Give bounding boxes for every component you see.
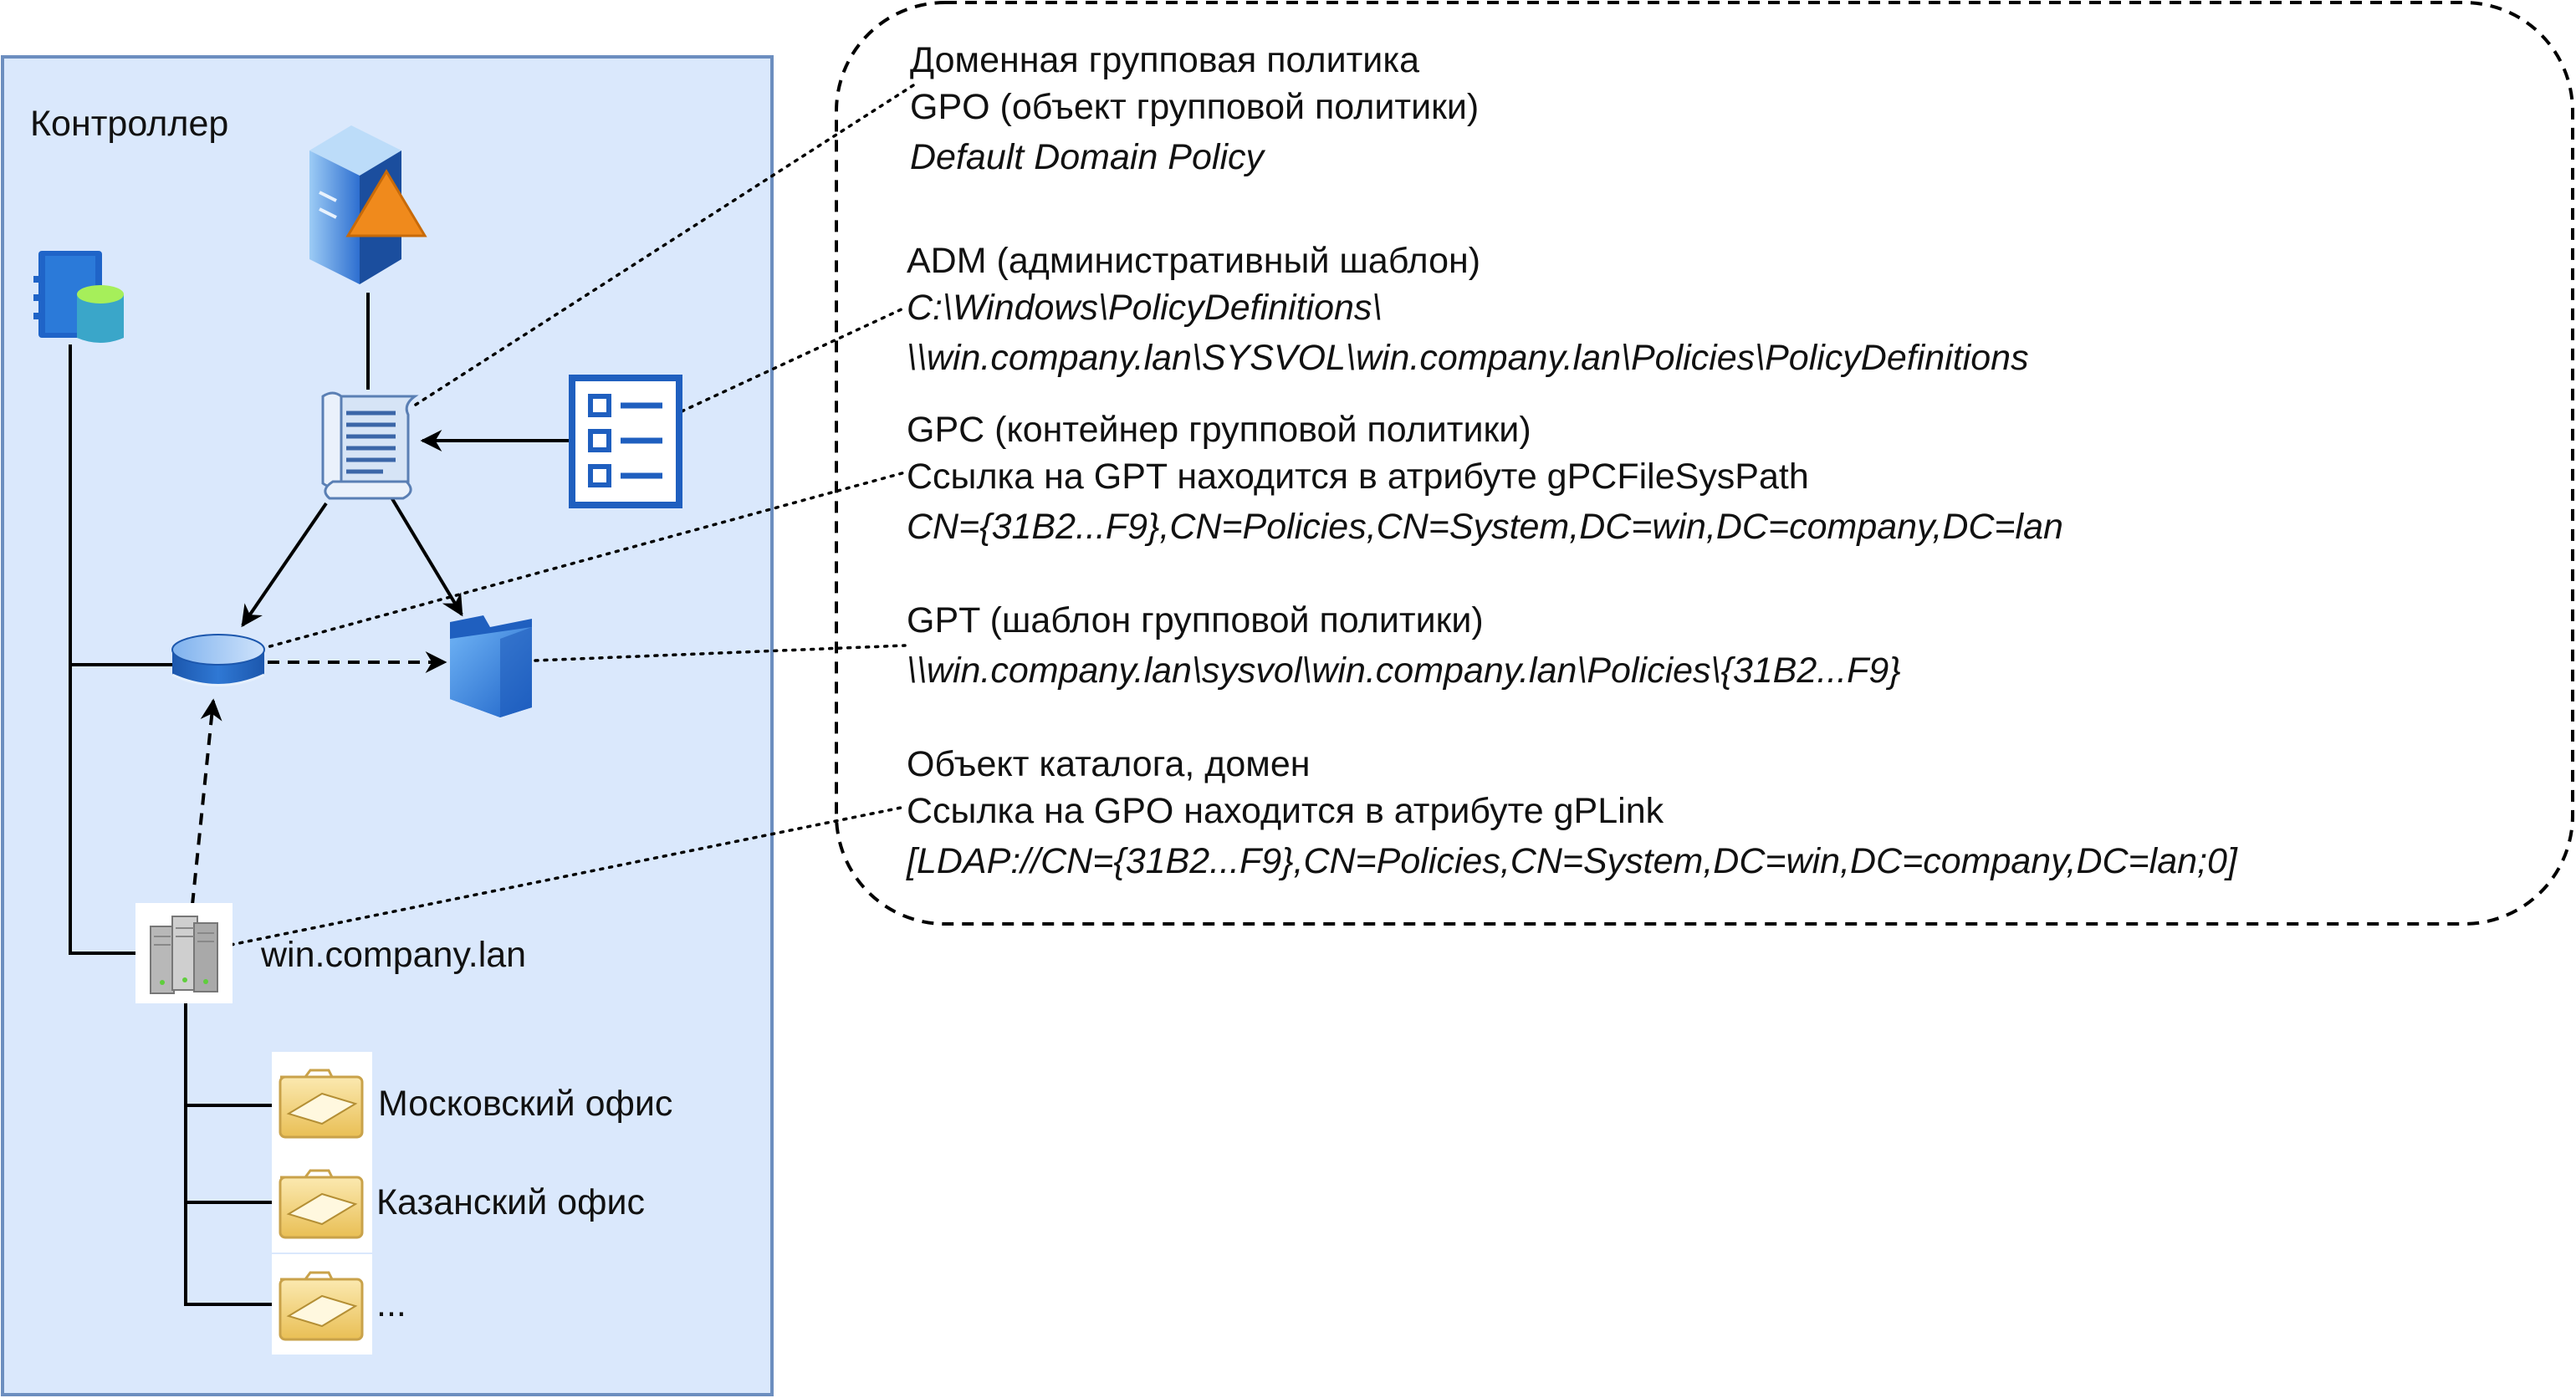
callout-domain bbox=[229, 805, 907, 946]
connector-ab-to-domain bbox=[69, 344, 135, 955]
note-gpt-title: GPT (шаблон групповой политики) bbox=[907, 600, 1484, 640]
note-gpt-path: \\win.company.lan\sysvol\win.company.lan… bbox=[907, 651, 1901, 691]
server-warning-icon bbox=[309, 125, 427, 284]
note-directory-title: Объект каталога, домен bbox=[907, 744, 1311, 784]
checklist-icon bbox=[569, 375, 682, 508]
arrow-domain-to-gpc bbox=[191, 698, 222, 906]
note-directory: Объект каталога, домен Ссылка на GPO нах… bbox=[906, 744, 2238, 881]
note-directory-gplink: [LDAP://CN={31B2...F9},CN=Policies,CN=Sy… bbox=[906, 841, 2238, 881]
domain-servers-icon bbox=[135, 903, 233, 1003]
note-gpc-dn: CN={31B2...F9},CN=Policies,CN=System,DC=… bbox=[907, 507, 2063, 547]
note-gpo-subtitle: GPO (объект групповой политики) bbox=[910, 87, 1479, 127]
connectors bbox=[69, 293, 569, 1306]
ou-folder-icon bbox=[272, 1152, 372, 1253]
callout-adm bbox=[680, 306, 907, 413]
note-directory-attribute: Ссылка на GPO находится в атрибуте gPLin… bbox=[907, 791, 1664, 831]
notes-frame bbox=[835, 1, 2574, 926]
dashed-connectors bbox=[191, 651, 447, 906]
note-gpo: Доменная групповая политика GPO (объект … bbox=[910, 40, 1479, 177]
note-gpc: GPC (контейнер групповой политики) Ссылк… bbox=[907, 410, 2063, 547]
note-gpo-title: Доменная групповая политика bbox=[910, 40, 1419, 80]
note-adm: ADM (административный шаблон) C:\Windows… bbox=[907, 241, 2029, 378]
note-gpc-title: GPC (контейнер групповой политики) bbox=[907, 410, 1531, 450]
ou-label: Казанский офис bbox=[376, 1182, 645, 1222]
note-gpt: GPT (шаблон групповой политики) \\win.co… bbox=[907, 600, 1901, 691]
callout-gpt bbox=[534, 644, 907, 662]
arrow-gpo-to-gpc bbox=[241, 502, 328, 628]
policy-scroll-icon bbox=[321, 391, 419, 500]
domain-label: win.company.lan bbox=[260, 935, 526, 975]
addressbook-database-icon bbox=[33, 251, 124, 343]
folder-icon bbox=[450, 615, 532, 717]
arrow-gpo-to-gpt bbox=[387, 492, 463, 617]
ou-label: ... bbox=[376, 1284, 406, 1324]
ou-folder-icon bbox=[272, 1254, 372, 1355]
note-gpc-attribute: Ссылка на GPT находится в атрибуте gPCFi… bbox=[907, 457, 1809, 497]
database-icon bbox=[171, 634, 265, 686]
note-adm-path-local: C:\Windows\PolicyDefinitions\ bbox=[907, 288, 1382, 328]
controller-container bbox=[1, 55, 774, 1396]
note-adm-path-sysvol: \\win.company.lan\SYSVOL\win.company.lan… bbox=[907, 338, 2029, 378]
note-gpo-value: Default Domain Policy bbox=[910, 137, 1266, 177]
ou-label: Московский офис bbox=[378, 1084, 672, 1124]
ou-folder-icon bbox=[272, 1052, 372, 1152]
note-adm-title: ADM (административный шаблон) bbox=[907, 241, 1480, 281]
callout-gpc bbox=[259, 471, 907, 651]
callout-lines bbox=[229, 84, 915, 946]
controller-title: Контроллер bbox=[30, 104, 228, 144]
callout-gpo bbox=[414, 84, 915, 406]
